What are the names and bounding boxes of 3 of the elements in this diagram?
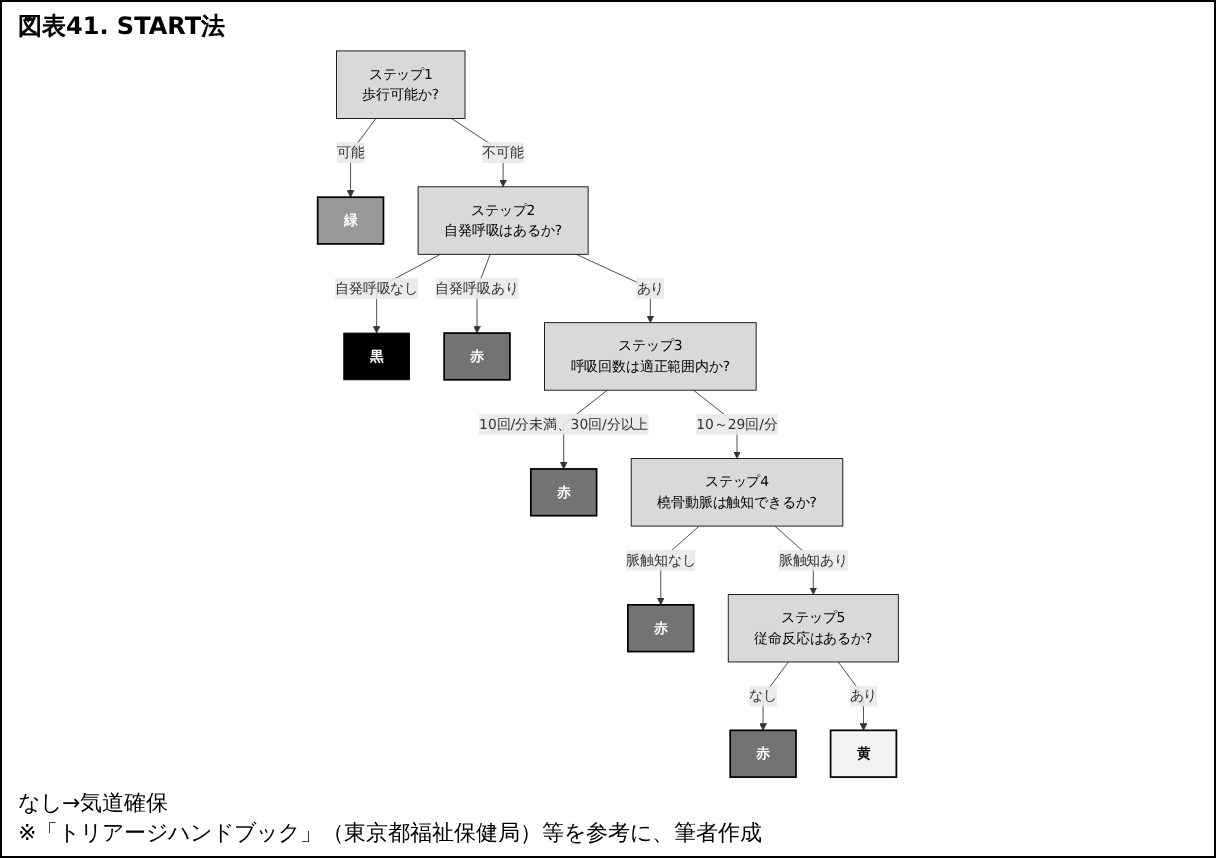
figure-title: 図表41. START法 [18,10,228,44]
caption: ※「トリアージハンドブック」（東京都福祉保健局）等を参考に、筆者作成 [18,818,765,848]
note-label: なし→気道確保 [18,790,169,816]
